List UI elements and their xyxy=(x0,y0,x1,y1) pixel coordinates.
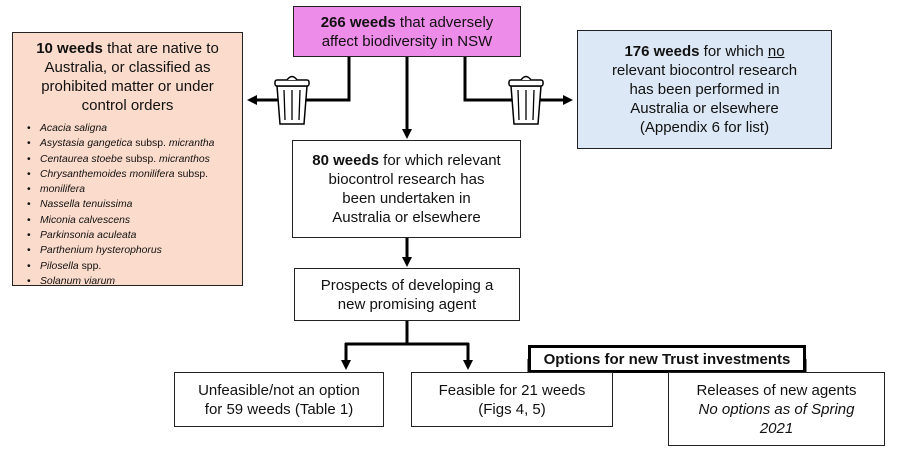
releases-box: Releases of new agents No options as of … xyxy=(668,372,885,446)
research-done-count: 80 weeds xyxy=(312,152,379,169)
prospects-box: Prospects of developing a new promising … xyxy=(294,268,520,321)
list-item: Parkinsonia aculeata xyxy=(19,228,236,244)
species-list: Acacia saligna Asystasia gangetica subsp… xyxy=(19,121,236,290)
list-item: Solanum viarum xyxy=(19,274,236,290)
list-item: Pilosella spp. xyxy=(19,259,236,275)
list-item: Parthenium hysterophorus xyxy=(19,243,236,259)
feasible-box: Feasible for 21 weeds (Figs 4, 5) xyxy=(411,372,613,427)
trash-bin-icon xyxy=(274,75,310,125)
native-weeds-count: 10 weeds xyxy=(36,40,103,57)
total-weeds-box: 266 weeds that adversely affect biodiver… xyxy=(293,6,521,57)
list-item: Acacia saligna xyxy=(19,121,236,137)
list-item: Centaurea stoebe subsp. micranthos xyxy=(19,152,236,168)
list-item: Miconia calvescens xyxy=(19,213,236,229)
research-done-box: 80 weeds for which relevant biocontrol r… xyxy=(292,140,521,238)
no-biocontrol-count: 176 weeds xyxy=(624,43,700,60)
list-item-continuation: monilifera xyxy=(19,182,236,198)
no-biocontrol-box: 176 weeds for which no relevant biocontr… xyxy=(577,30,832,149)
unfeasible-box: Unfeasible/not an option for 59 weeds (T… xyxy=(174,372,384,427)
options-header: Options for new Trust investments xyxy=(528,345,806,373)
trash-bin-icon xyxy=(508,75,544,125)
list-item: Nassella tenuissima xyxy=(19,197,236,213)
list-item: Chrysanthemoides monilifera subsp. xyxy=(19,167,236,183)
list-item: Asystasia gangetica subsp. micrantha xyxy=(19,136,236,152)
native-weeds-box: 10 weeds that are native to Australia, o… xyxy=(12,32,243,290)
total-weeds-count: 266 weeds xyxy=(320,13,396,31)
